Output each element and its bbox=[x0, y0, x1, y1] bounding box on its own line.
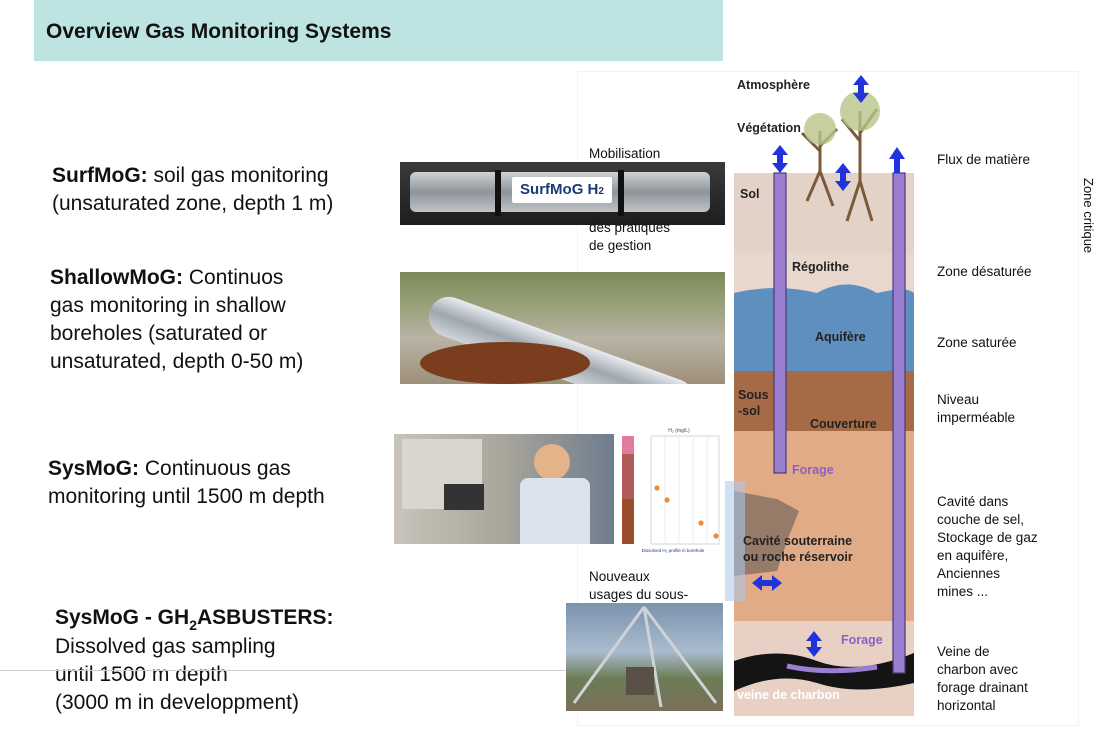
system-desc: soil gas monitoring bbox=[147, 164, 329, 187]
right-cavite-3: Stockage de gaz bbox=[937, 530, 1038, 545]
system-desc: monitoring until 1500 m depth bbox=[48, 485, 325, 508]
right-veine-4: horizontal bbox=[937, 698, 996, 713]
system-desc: (3000 m in developpment) bbox=[55, 691, 299, 714]
system-desc: until 1500 m depth bbox=[55, 663, 228, 686]
sysmog-lab-photo bbox=[394, 434, 614, 544]
text-mobilisation: Mobilisation bbox=[589, 146, 661, 161]
system-shallowmog: ShallowMoG: Continuos gas monitoring in … bbox=[50, 264, 390, 376]
right-cavite-5: Anciennes bbox=[937, 566, 1001, 581]
layer-cavite-1: Cavité souterraine bbox=[743, 534, 853, 548]
layer-couverture: Couverture bbox=[810, 417, 877, 431]
shallowmog-device-photo bbox=[400, 272, 725, 384]
system-desc: unsaturated, depth 0-50 m) bbox=[50, 350, 304, 373]
system-name: SysMoG - GH2ASBUSTERS: bbox=[55, 606, 334, 633]
zone-critique-label: Zone critique bbox=[1081, 178, 1096, 254]
layer-aquifere: Aquifère bbox=[815, 330, 866, 344]
label-atmosphere: Atmosphère bbox=[737, 78, 810, 92]
device-label: SurfMoG H2 bbox=[512, 177, 612, 203]
gh2asbusters-field-photo bbox=[566, 603, 723, 711]
right-desaturee: Zone désaturée bbox=[937, 264, 1032, 279]
mini-chart-caption: Dissolved H₂ profile in borehole bbox=[642, 548, 705, 553]
system-desc: boreholes (saturated or bbox=[50, 322, 268, 345]
label-forage-1: Forage bbox=[792, 463, 834, 477]
layer-regolithe: Régolithe bbox=[792, 260, 849, 274]
page-title: Overview Gas Monitoring Systems bbox=[46, 20, 392, 43]
system-desc: Continuous gas bbox=[139, 457, 291, 480]
system-name: SurfMoG: bbox=[52, 164, 148, 187]
system-desc: Continuos bbox=[183, 266, 284, 289]
text-pratiques-1: des pratiques bbox=[589, 220, 671, 235]
right-veine-1: Veine de bbox=[937, 644, 990, 659]
label-vegetation: Végétation bbox=[737, 121, 801, 135]
text-nouveaux-1: Nouveaux bbox=[589, 569, 650, 584]
system-name: ShallowMoG: bbox=[50, 266, 183, 289]
right-flux: Flux de matière bbox=[937, 152, 1031, 167]
right-saturee: Zone saturée bbox=[937, 335, 1017, 350]
text-pratiques-2: de gestion bbox=[589, 238, 652, 253]
right-cavite-1: Cavité dans bbox=[937, 494, 1009, 509]
dissolved-h2-profile-chart: H₂ (mg/L) Dissolved H₂ profile in boreho… bbox=[617, 424, 723, 554]
right-niveau-1: Niveau bbox=[937, 392, 980, 407]
right-cavite-2: couche de sel, bbox=[937, 512, 1025, 527]
layer-sol: Sol bbox=[740, 187, 760, 201]
layer-sous-sol-1: Sous bbox=[738, 388, 769, 402]
system-surfmog: SurfMoG: soil gas monitoring (unsaturate… bbox=[52, 162, 392, 218]
system-desc: Dissolved gas sampling bbox=[55, 635, 276, 658]
system-desc: (unsaturated zone, depth 1 m) bbox=[52, 192, 334, 215]
system-sysmog: SysMoG: Continuous gas monitoring until … bbox=[48, 455, 393, 511]
text-nouveaux-2: usages du sous- bbox=[589, 587, 689, 602]
right-niveau-2: imperméable bbox=[937, 410, 1016, 425]
mini-chart-xlabel: H₂ (mg/L) bbox=[668, 428, 690, 434]
right-cavite-4: en aquifère, bbox=[937, 548, 1009, 563]
divider bbox=[0, 670, 570, 671]
label-forage-2: Forage bbox=[841, 633, 883, 647]
system-name: SysMoG: bbox=[48, 457, 140, 480]
layer-veine: veine de charbon bbox=[737, 688, 840, 702]
layer-cavite-2: ou roche réservoir bbox=[743, 550, 853, 564]
system-desc: gas monitoring in shallow bbox=[50, 294, 286, 317]
right-veine-3: forage drainant bbox=[937, 680, 1028, 695]
right-cavite-6: mines ... bbox=[937, 584, 989, 599]
surfmog-device-photo: SurfMoG H2 bbox=[400, 162, 725, 225]
layer-sous-sol-2: -sol bbox=[738, 404, 761, 418]
system-gh2asbusters: SysMoG - GH2ASBUSTERS: Dissolved gas sam… bbox=[55, 604, 415, 717]
right-veine-2: charbon avec bbox=[937, 662, 1019, 677]
title-bar: Overview Gas Monitoring Systems bbox=[34, 0, 723, 61]
